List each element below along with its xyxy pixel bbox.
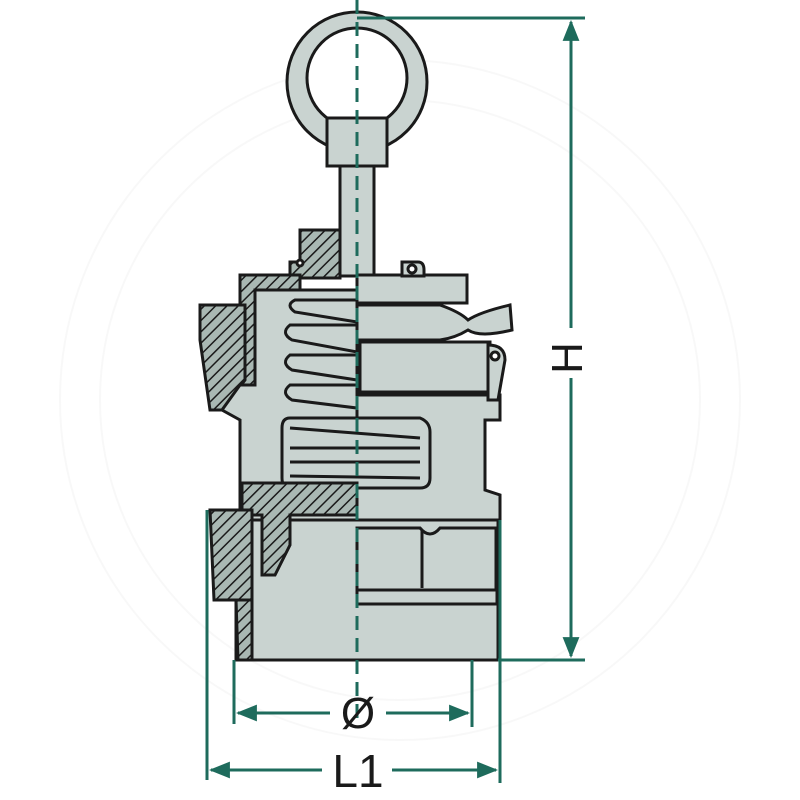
dimension-diameter <box>232 660 474 727</box>
dimension-l1 <box>205 510 502 783</box>
height-dimension-label: H <box>543 342 592 374</box>
dimension-h <box>357 16 585 662</box>
base-section-hatch <box>208 481 359 662</box>
length-dimension-label: L1 <box>332 745 384 797</box>
threaded-base <box>234 518 500 662</box>
diameter-dimension-label: Ø <box>340 689 376 738</box>
